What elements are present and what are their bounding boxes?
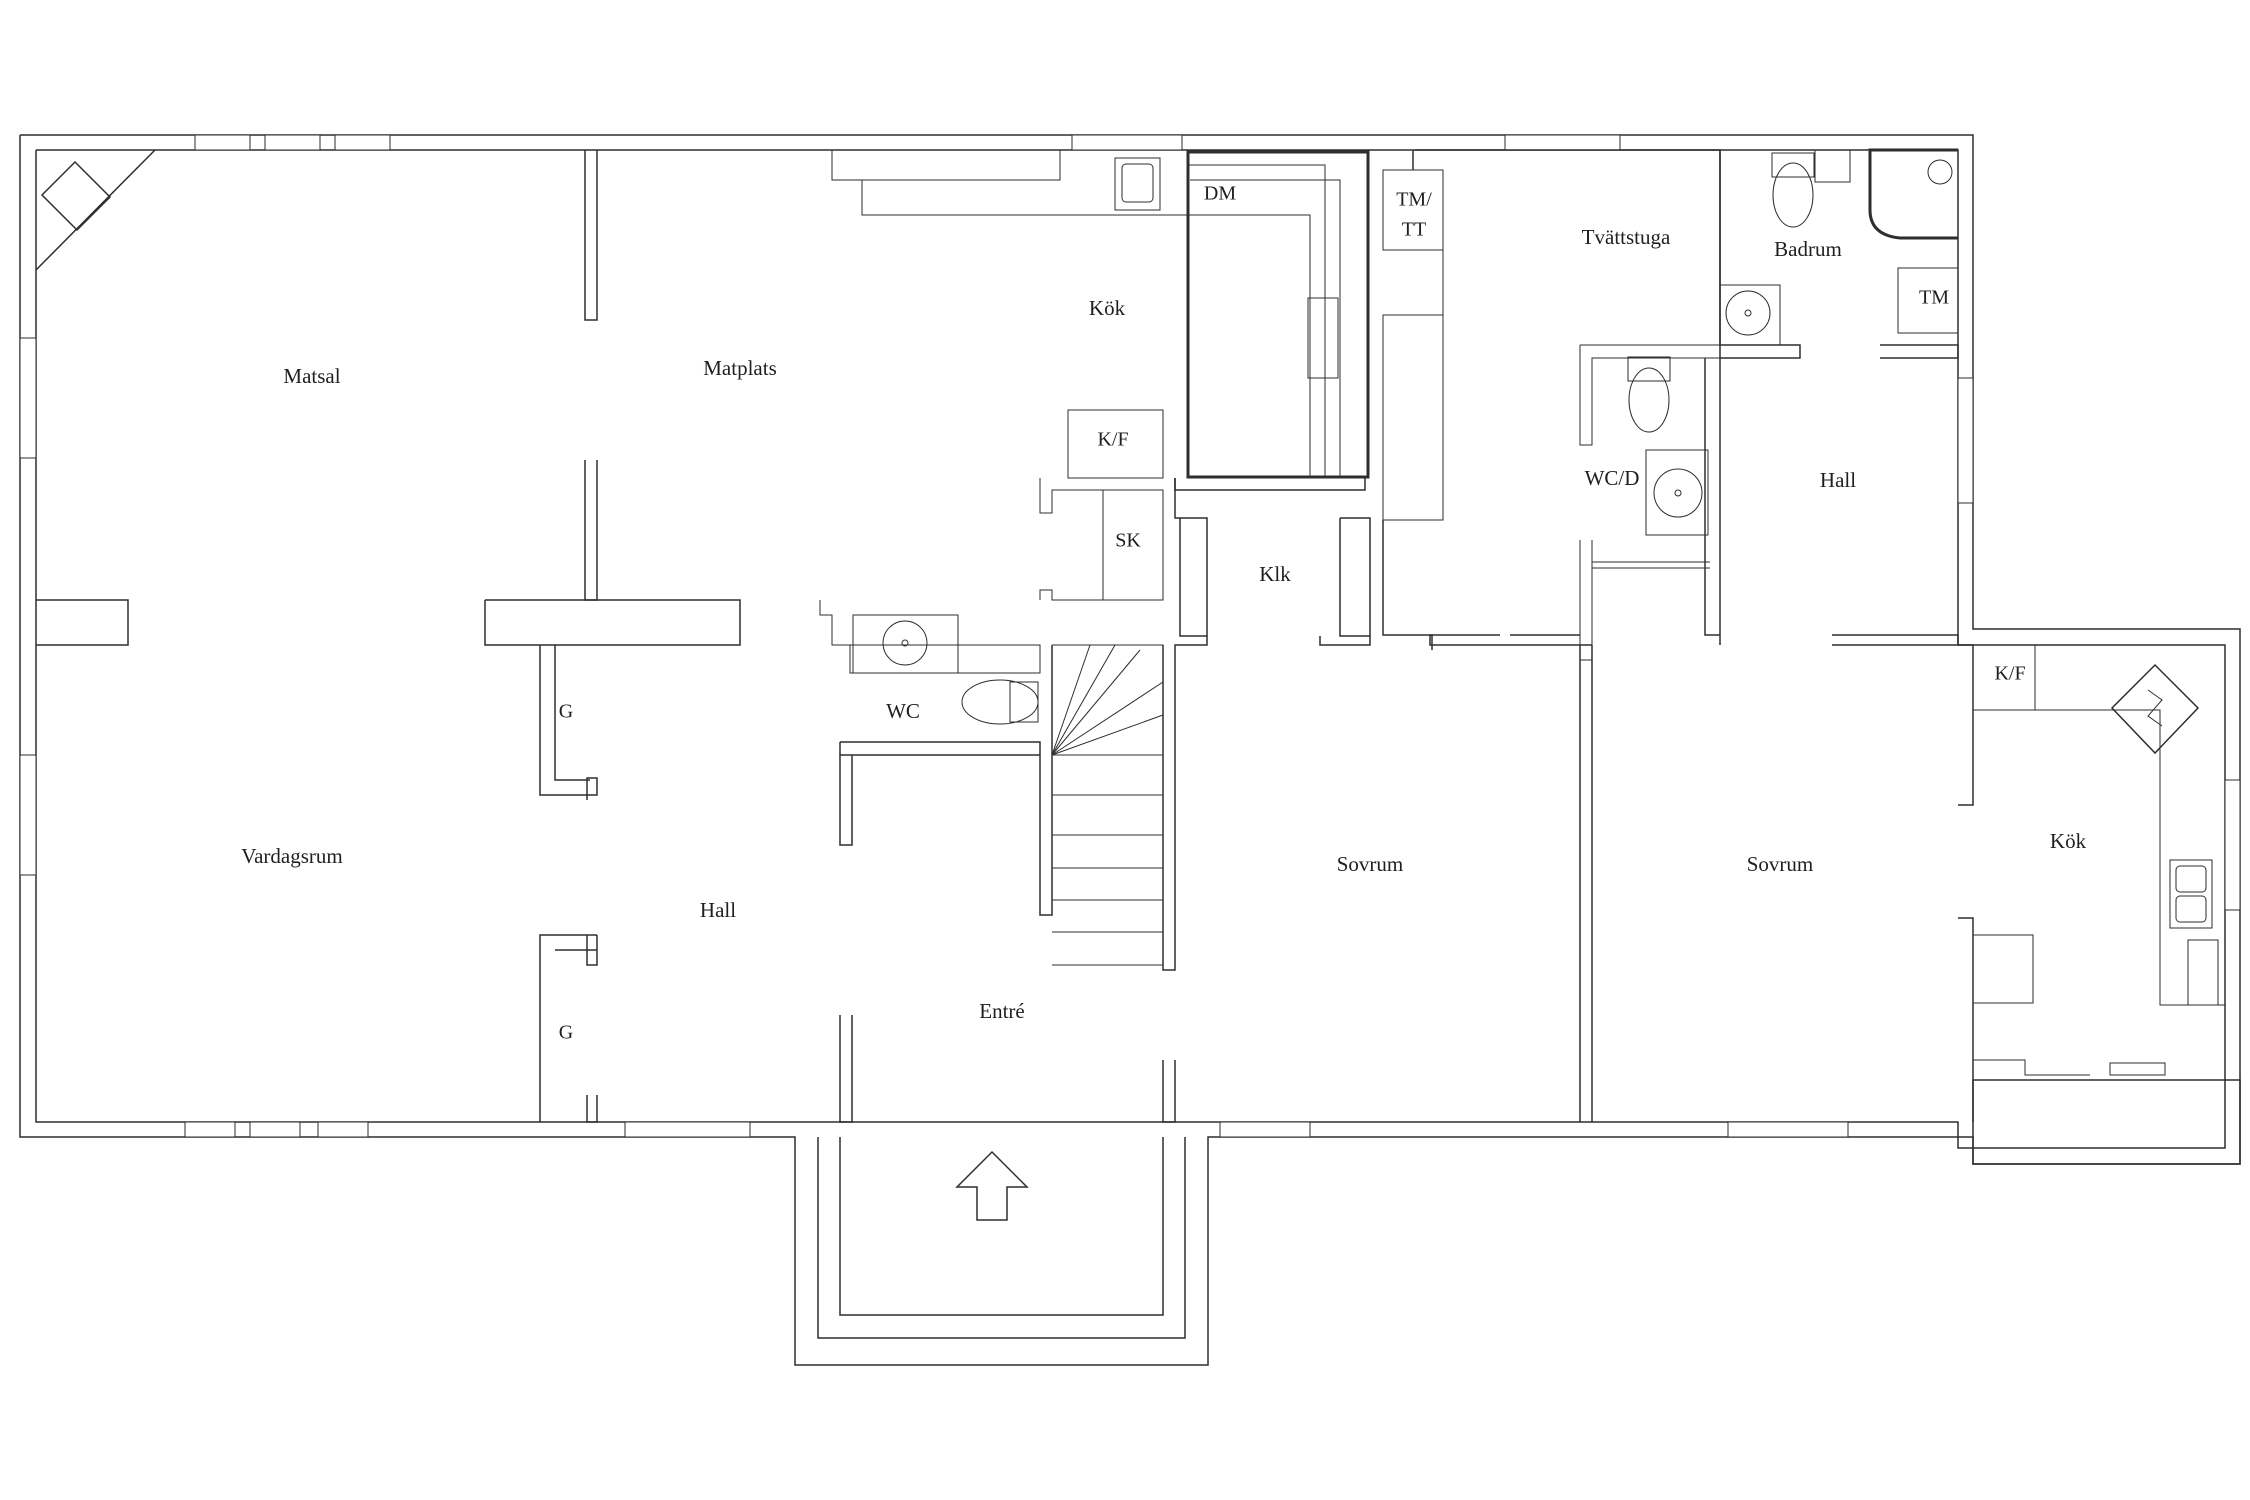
- room-label-hall-2: Hall: [1820, 468, 1856, 492]
- stairs: [1051, 644, 1164, 966]
- room-label-badrum: Badrum: [1774, 237, 1842, 261]
- room-label-matplats: Matplats: [703, 356, 777, 380]
- windows: [19, 134, 2241, 1138]
- fixture-label-kf-main: K/F: [1097, 429, 1128, 451]
- fixture-label-tm-bath: TM: [1919, 287, 1949, 309]
- toilet-icon: [961, 679, 1039, 725]
- sink-icon: [1653, 468, 1703, 518]
- fixture-label-tm-tt-line2: TT: [1402, 219, 1426, 241]
- room-label-hall-main: Hall: [700, 898, 736, 922]
- fixture-label-dm: DM: [1204, 183, 1236, 205]
- entrance-porch: [817, 1137, 1186, 1339]
- room-label-vardagsrum: Vardagsrum: [241, 844, 342, 868]
- entrance-arrow-icon: [955, 1150, 1029, 1221]
- kitchen-sink-icon: [1114, 157, 1161, 211]
- fixture-label-sk: SK: [1115, 530, 1141, 552]
- toilet-icon: [1771, 152, 1815, 228]
- stove-icon: [2110, 663, 2200, 755]
- room-label-entre: Entré: [979, 999, 1024, 1023]
- room-label-matsal: Matsal: [283, 364, 340, 388]
- fixture-label-g-bottom: G: [559, 1022, 573, 1044]
- exterior-walls: [19, 134, 2241, 1366]
- sink-icon: [852, 614, 959, 674]
- toilet-icon: [1627, 356, 1671, 433]
- sink-icon: [1725, 290, 1771, 336]
- shower-icon: [1868, 148, 1958, 240]
- fixture-label-kf-2: K/F: [1994, 663, 2025, 685]
- fixture-label-tm-tt-line1: TM/: [1396, 189, 1432, 211]
- fixture-label-g-top: G: [559, 701, 573, 723]
- room-label-sovrum-2: Sovrum: [1747, 852, 1814, 876]
- room-label-kok-main: Kök: [1089, 296, 1126, 320]
- room-label-kok-2: Kök: [2050, 829, 2087, 853]
- room-label-sovrum-1: Sovrum: [1337, 852, 1404, 876]
- room-labels: Matsal Matplats Kök Vardagsrum Hall Entr…: [241, 225, 2086, 1023]
- room-label-wc-d: WC/D: [1585, 466, 1640, 490]
- room-label-tvattstuga: Tvättstuga: [1582, 225, 1671, 249]
- room-label-wc: WC: [886, 699, 920, 723]
- interior-walls: [36, 149, 2225, 1123]
- room-label-klk: Klk: [1259, 562, 1291, 586]
- fireplace-icon: [35, 149, 156, 271]
- kitchen-sink-icon: [2169, 859, 2213, 929]
- fixture-labels: DM K/F SK TM/ TT TM K/F G G: [559, 183, 2026, 1044]
